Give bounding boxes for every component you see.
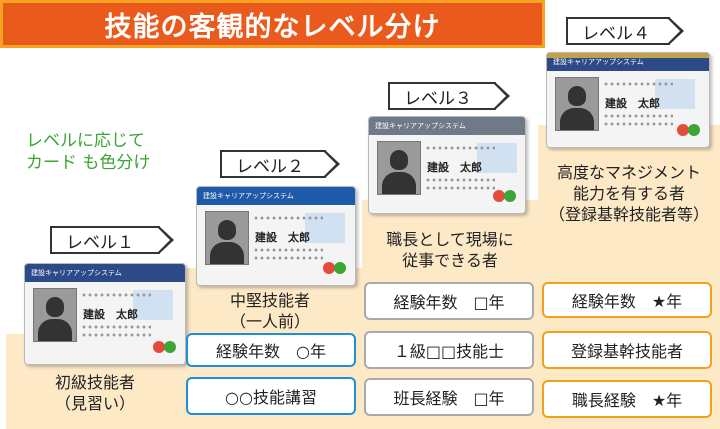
level4-desc-line1: 高度なマネジメント (556, 163, 701, 182)
level2-desc-line2: （一人前） (229, 312, 310, 331)
level2-label: レベル２ (236, 156, 304, 177)
level4-label: レベル４ (582, 23, 650, 44)
card-dots (253, 215, 323, 221)
level2-criterion-experience: 経験年数 ○年 (186, 333, 356, 367)
level1-tag: レベル１ (50, 226, 174, 254)
level4-desc-line3: （登録基幹技能者等） (548, 205, 709, 224)
card-logo-icon (323, 261, 347, 275)
card-dots (425, 177, 495, 183)
level4-description: 高度なマネジメント 能力を有する者 （登録基幹技能者等） (540, 162, 718, 225)
card-dots (425, 185, 495, 191)
level3-description: 職長として現場に 従事できる者 (366, 229, 534, 271)
card-dots (425, 145, 495, 151)
level1-card: 建設キャリアアップシステム 建設 太郎 (24, 263, 186, 365)
level3-card: 建設キャリアアップシステム 建設 太郎 (368, 116, 526, 214)
level3-criterion-experience: 経験年数 □年 (364, 282, 534, 320)
card-dots (81, 332, 151, 338)
level2-tag: レベル２ (220, 150, 340, 178)
level1-label: レベル１ (66, 232, 134, 253)
level1-desc-line1: 初級技能者 (54, 373, 135, 392)
level4-criterion-foreman: 職長経験 ★年 (542, 380, 712, 418)
card-dots (81, 324, 151, 330)
card-holder-name: 建設 太郎 (427, 161, 482, 174)
level4-criterion-registered: 登録基幹技能者 (542, 331, 712, 369)
card-dots (253, 255, 323, 261)
color-note-line2: カード も色分け (26, 153, 151, 173)
card-logo-icon (677, 123, 701, 137)
card-photo (205, 211, 249, 265)
card-system-name: 建設キャリアアップシステム (203, 192, 294, 200)
card-photo (377, 141, 421, 195)
page-title: 技能の客観的なレベル分け (0, 0, 545, 48)
card-dots (81, 292, 151, 298)
card-holder-name: 建設 太郎 (83, 308, 138, 321)
level4-tag: レベル４ (566, 17, 684, 45)
level2-desc-line1: 中堅技能者 (229, 291, 310, 310)
level1-desc-line2: （見習い） (54, 394, 135, 413)
color-note-line1: レベルに応じて (26, 131, 145, 151)
step-level4 (538, 125, 720, 429)
level4-criterion-experience: 経験年数 ★年 (542, 282, 712, 318)
card-band: 建設キャリアアップシステム (25, 264, 185, 282)
card-band: 建設キャリアアップシステム (197, 187, 355, 205)
color-note: レベルに応じて カード も色分け (26, 130, 166, 174)
card-logo-icon (153, 340, 177, 354)
card-system-name: 建設キャリアアップシステム (375, 122, 466, 130)
level3-criterion-certification: １級□□技能士 (364, 331, 534, 369)
level3-criterion-team-lead: 班長経験 □年 (364, 378, 534, 416)
level3-tag: レベル３ (388, 82, 510, 110)
card-band: 建設キャリアアップシステム (369, 117, 525, 135)
level2-description: 中堅技能者 （一人前） (190, 290, 350, 332)
level4-card: 建設キャリアアップシステム 建設 太郎 (546, 52, 710, 148)
card-logo-icon (493, 189, 517, 203)
level3-label: レベル３ (404, 88, 472, 109)
card-gold-stripe (547, 53, 709, 58)
level2-criterion-training: ○○技能講習 (186, 377, 356, 415)
card-dots (253, 247, 323, 253)
card-system-name: 建設キャリアアップシステム (31, 269, 122, 277)
card-photo (33, 288, 77, 342)
level1-description: 初級技能者 （見習い） (20, 372, 170, 414)
card-dots (603, 113, 673, 119)
level2-card: 建設キャリアアップシステム 建設 太郎 (196, 186, 356, 286)
card-dots (603, 121, 673, 127)
level3-desc-line2: 従事できる者 (402, 251, 498, 270)
level4-desc-line2: 能力を有する者 (572, 184, 685, 203)
card-dots (603, 81, 673, 87)
card-photo (555, 77, 599, 131)
card-holder-name: 建設 太郎 (255, 231, 310, 244)
level3-desc-line1: 職長として現場に (386, 230, 514, 249)
card-holder-name: 建設 太郎 (605, 97, 660, 110)
card-system-name: 建設キャリアアップシステム (553, 58, 644, 66)
